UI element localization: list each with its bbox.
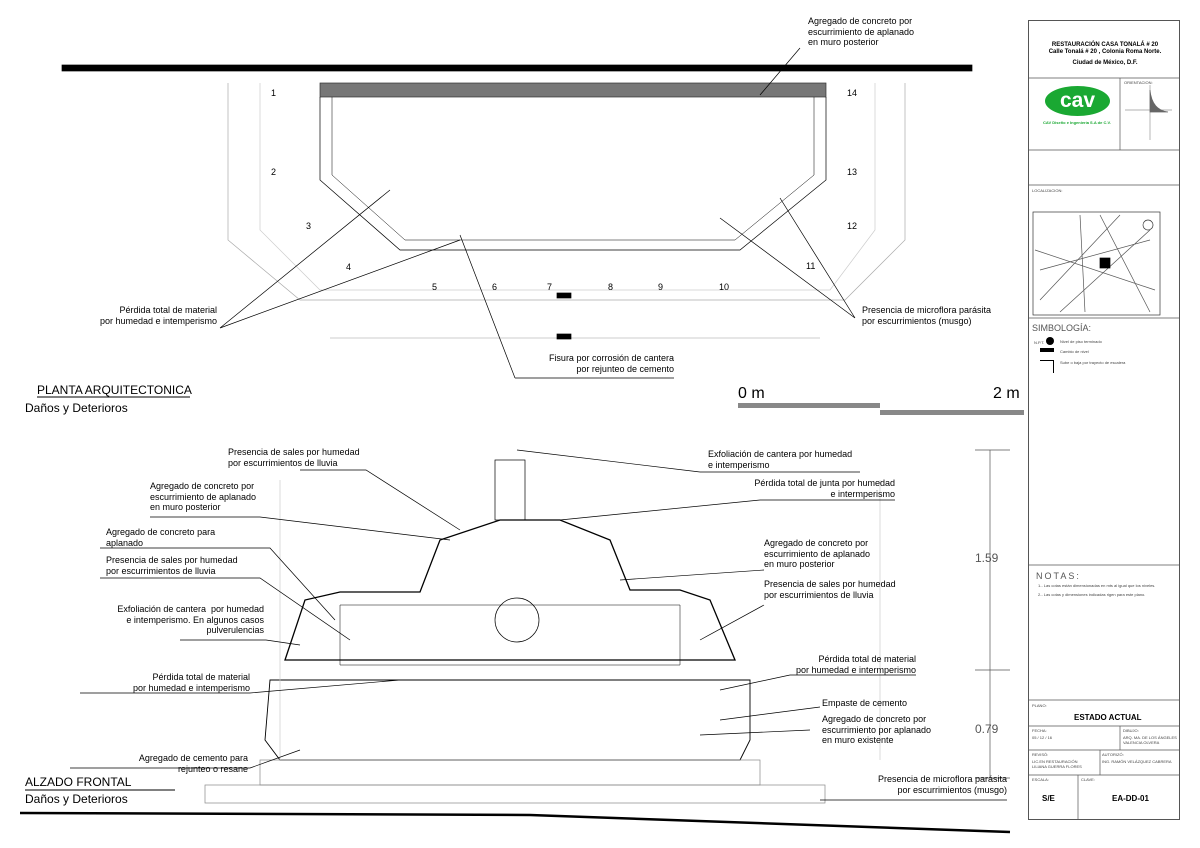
title-block: [1028, 20, 1180, 820]
escala-value: S/E: [1042, 794, 1055, 803]
note: Empaste de cemento: [822, 698, 908, 708]
location-label: LOCALIZACION:: [1032, 188, 1063, 193]
rear-wall: [61, 64, 973, 72]
plan-number: 8: [608, 282, 614, 292]
note-top: Agregado de concreto por escurrimiento d…: [808, 16, 915, 47]
note: Agregado de concreto para aplanado: [106, 527, 216, 548]
escala-label: ESCALA:: [1032, 777, 1049, 782]
plan-outline: [227, 83, 906, 301]
note: Presencia de sales por humedad por escur…: [764, 579, 896, 600]
plan-number: 5: [432, 282, 438, 292]
plan-number: 6: [492, 282, 498, 292]
dimension-line: [975, 449, 1010, 779]
dibujo-value: ARQ. MA. DE LOS ÁNGELES VALENCIA OLVERA: [1123, 735, 1177, 745]
reviso-value: LIC.EN RESTAURACIÓN LILIANA GUERRA FLORE…: [1032, 759, 1082, 769]
fountain-elevation: [284, 519, 736, 661]
note: Pérdida total de junta por humedad e int…: [754, 478, 895, 499]
note-center: Fisura por corrosión de cantera por reju…: [548, 353, 674, 374]
plan-title: PLANTA ARQUITECTONICA: [37, 383, 192, 397]
note: Presencia de microflora parásita por esc…: [877, 774, 1007, 795]
scale-bar: [738, 403, 880, 408]
note-left: Pérdida total de material por humedad e …: [99, 305, 217, 326]
note: Presencia de sales por humedad por escur…: [106, 555, 238, 576]
note-item: 2.- Las cotas y dimensiones indicadas ri…: [1038, 592, 1146, 597]
note-right: Presencia de microflora parásita por esc…: [862, 305, 992, 326]
project-title: RESTAURACIÓN CASA TONALÁ # 20: [1051, 42, 1159, 48]
plan-number: 13: [847, 167, 858, 177]
note: Exfoliación de cantera por humedad e int…: [117, 604, 264, 635]
clave-label: CLAVE:: [1081, 777, 1095, 782]
plan-basin: [319, 97, 827, 251]
orientation-label: ORIENTACION:: [1124, 80, 1153, 85]
note: Pérdida total de material por humedad e …: [132, 672, 250, 693]
plan-number: 9: [658, 282, 664, 292]
note-item: 1.- Las cotas están dimensionadas en mts…: [1038, 583, 1156, 588]
project-address: Calle Tonalá # 20 , Colonia Roma Norte.: [1048, 49, 1162, 55]
level-change-icon: [1040, 348, 1054, 352]
elevation-title: ALZADO FRONTAL: [25, 775, 132, 789]
stair-arrow-icon: [1040, 360, 1054, 373]
level-icon: [1046, 337, 1054, 345]
dibujo-label: DIBUJO:: [1123, 728, 1139, 733]
note: Presencia de sales por humedad por escur…: [228, 447, 360, 468]
fecha-label: FECHA:: [1032, 728, 1047, 733]
plano-label: PLANO:: [1032, 703, 1047, 708]
note: Pérdida total de material por humedad e …: [795, 654, 916, 675]
symbology-item: Sube o baja por trayecto de escalera: [1060, 360, 1126, 365]
plan-number: 4: [346, 262, 352, 272]
symbology-title: SIMBOLOGÍA:: [1032, 323, 1092, 333]
note: Agregado de concreto por escurrimiento d…: [764, 538, 871, 569]
plan-number: 10: [719, 282, 730, 292]
plan-number: 14: [847, 88, 858, 98]
company-logo: cav: [1045, 86, 1110, 116]
rear-wall-hatch: [319, 82, 827, 98]
autorizo-label: AUTORIZÓ:: [1102, 752, 1124, 757]
fecha-value: 05 / 12 / 16: [1032, 735, 1053, 740]
note: Agregado de concreto por escurrimiento p…: [822, 714, 932, 745]
scale-start: 0 m: [738, 385, 765, 402]
reviso-label: REVISÓ:: [1032, 752, 1049, 757]
dimension-lower: 0.79: [975, 722, 999, 736]
plan-number: 3: [306, 221, 312, 231]
plan-number: 12: [847, 221, 858, 231]
symbology-item: Cambio de nivel: [1060, 349, 1089, 354]
plan-number: 7: [547, 282, 553, 292]
plan-number: 2: [271, 167, 277, 177]
symbology-level: N.P.T.: [1034, 340, 1045, 345]
plan-subtitle: Daños y Deterioros: [25, 401, 128, 415]
elevation-subtitle: Daños y Deterioros: [25, 792, 128, 806]
note: Agregado de cemento para rejunteo o resa…: [138, 753, 248, 774]
plan-number: 1: [271, 88, 277, 98]
note: Agregado de concreto por escurrimiento d…: [150, 481, 257, 512]
scale-end: 2 m: [993, 385, 1020, 402]
symbology-item: Nivel de piso terminado: [1060, 339, 1102, 344]
notes-title: NOTAS:: [1036, 571, 1081, 581]
plan-number: 11: [806, 261, 816, 271]
company-name: CAV Diseño e Ingeniería S.A de C.V.: [1043, 120, 1111, 125]
plano-value: ESTADO ACTUAL: [1074, 713, 1142, 722]
project-city: Ciudad de México, D.F.: [1072, 60, 1138, 66]
autorizo-value: ING. RAMÓN VELÁZQUEZ CABRERA: [1102, 759, 1172, 764]
note: Exfoliación de cantera por humedad e int…: [708, 449, 853, 470]
clave-value: EA-DD-01: [1112, 794, 1149, 803]
dimension-upper: 1.59: [975, 551, 999, 565]
